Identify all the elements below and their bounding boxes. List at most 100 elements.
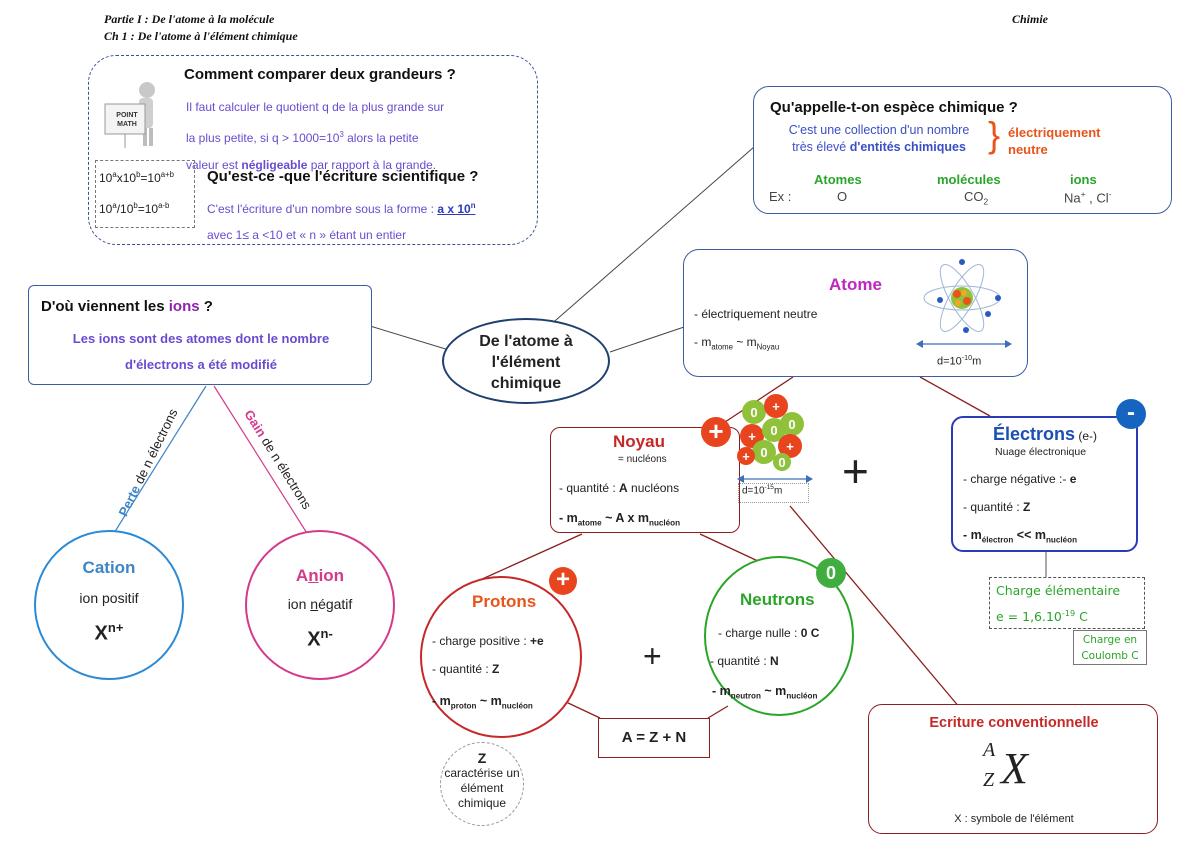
protons-line3: - mproton ~ mnucléon (432, 694, 533, 711)
atome-dimension-arrow (916, 340, 1012, 348)
atom-icon (918, 256, 1012, 345)
ions-definition: Les ions sont des atomes dont le nombre … (29, 326, 373, 378)
neutrons-zero-badge: 0 (816, 558, 846, 588)
neutrons-line3: - mneutron ~ mnucléon (712, 684, 818, 701)
noyau-diameter: d=10-15m (738, 483, 809, 504)
point-math-box: POINT MATH Comment comparer deux grandeu… (88, 55, 538, 245)
neutrons-title: Neutrons (740, 590, 815, 609)
q2-answer: C'est l'écriture d'un nombre sous la for… (207, 193, 475, 248)
cation-symbol: Xn+ (94, 620, 124, 645)
svg-text:0: 0 (778, 455, 785, 470)
link-atome-electrons (919, 376, 991, 417)
link-ions-anion (213, 385, 311, 539)
protons-line1: - charge positive : +e (432, 634, 544, 648)
link-noyau-protons (479, 533, 583, 581)
atome-line1: - électriquement neutre (694, 307, 818, 321)
protons-title: Protons (472, 592, 537, 611)
protons-plus-badge: + (549, 567, 577, 595)
coulomb-unit2: Coulomb C (1081, 650, 1139, 662)
ecriture-caption: X : symbole de l'élément (954, 813, 1074, 825)
ex-molecule: CO2 (964, 189, 989, 207)
espece-line2: très élevé d'entités chimiques (792, 140, 966, 154)
link-protons-azn (565, 701, 601, 719)
subject-title: Chimie (1012, 12, 1049, 26)
power-rules-box: 10ax10b=10a+b 10a/10b=10a-b (95, 160, 195, 228)
svg-text:+: + (786, 439, 794, 454)
neutrons-line1: - charge nulle : 0 C (718, 626, 820, 640)
col-molecules: molécules (937, 172, 1001, 187)
math-label: MATH (117, 121, 137, 128)
atome-diameter: d=10-10m (937, 354, 982, 368)
col-ions: ions (1070, 172, 1097, 187)
atome-line2: - matome ~ mNoyau (694, 335, 780, 352)
point-label: POINT (116, 112, 138, 119)
q1-line3-a: valeur est (186, 158, 242, 172)
plus-protons-neutrons: + (643, 638, 662, 674)
svg-text:+: + (742, 449, 750, 464)
notation-z: Z (983, 769, 995, 791)
q1-line2-text: la plus petite, si q > 1000=10 (186, 131, 340, 145)
q1-line2-sup: 3 (339, 130, 344, 139)
ecriture-conventionnelle-box: Ecriture conventionnelle A Z X X : symbo… (868, 704, 1158, 834)
q2-line1: C'est l'écriture d'un nombre sous la for… (207, 193, 475, 222)
link-ions-cation (105, 385, 207, 547)
espece-title: Qu'appelle-t-on espèce chimique ? (770, 99, 1018, 116)
anion-subtitle: ion négatif (287, 596, 353, 612)
ecriture-title: Ecriture conventionnelle (929, 715, 1099, 731)
ions-line1: Les ions sont des atomes dont le nombre (72, 331, 330, 346)
link-neutrons-azn (707, 705, 729, 719)
center-line3: chimique (490, 375, 562, 392)
electrons-subtitle: Nuage électronique (995, 446, 1087, 458)
z-line1: caractérise un (444, 766, 520, 780)
z-letter: Z (477, 750, 487, 766)
q1-answer: Il faut calculer le quotient q de la plu… (186, 94, 444, 179)
z-line3: chimique (457, 796, 507, 810)
noyau-title: Noyau (613, 432, 665, 451)
q1-line3: valeur est négligeable par rapport à la … (186, 152, 444, 179)
q1-line2-end: alors la petite (343, 131, 419, 145)
q1-line1: Il faut calculer le quotient q de la plu… (186, 100, 445, 114)
z-element-circle: Z caractérise un élément chimique (440, 742, 524, 826)
svg-text:0: 0 (770, 423, 777, 438)
espece-neutral: électriquement neutre (1008, 124, 1100, 158)
noyau-dimension-arrow (737, 475, 813, 483)
neutrons-circle: Neutrons - charge nulle : 0 C - quantité… (704, 556, 854, 716)
electrons-line2: - quantité : Z (963, 500, 1031, 514)
part-title: Partie I : De l'atome à la molécule (104, 12, 275, 26)
chapter-title: Ch 1 : De l'atome à l'élément chimique (104, 29, 298, 43)
electrons-title: Électrons (e-) (993, 424, 1098, 444)
electrons-line3: - mélectron << mnucléon (963, 528, 1078, 545)
atome-title: Atome (829, 275, 882, 294)
q2-title: Qu'est-ce -que l'écriture scientifique ? (207, 168, 479, 185)
svg-text:+: + (772, 399, 780, 414)
svg-text:0: 0 (750, 405, 757, 420)
coulomb-unit1: Charge en (1082, 634, 1138, 646)
point-math-icon: POINT MATH (103, 80, 165, 150)
ions-origin-box: D'où viennent les ions ? Les ions sont d… (28, 285, 372, 385)
espece-right1: électriquement (1008, 125, 1101, 140)
center-line2: l'élément (491, 354, 561, 371)
cation-title: Cation (82, 558, 136, 577)
electrons-minus-badge: - (1116, 399, 1146, 429)
z-line2: élément (460, 781, 504, 795)
formula-quotient: 10a/10b=10a-b (99, 201, 170, 216)
formula-product: 10ax10b=10a+b (99, 170, 174, 185)
noyau-subtitle: = nucléons (618, 454, 667, 465)
anion-circle: Anion ion négatif Xn- (245, 530, 395, 680)
atome-box: Atome - électriquement neutre - matome ~… (683, 249, 1028, 377)
coulomb-unit-box: Charge en Coulomb C (1073, 630, 1147, 665)
espece-brace: } (988, 114, 1001, 155)
svg-text:0: 0 (788, 417, 795, 432)
noyau-line2: - matome ~ A x mnucléon (559, 511, 681, 528)
charge-line1: Charge élémentaire (996, 583, 1121, 598)
espece-right2: neutre (1008, 142, 1048, 157)
ex-label: Ex : (769, 189, 792, 204)
espece-chimique-box: Qu'appelle-t-on espèce chimique ? C'est … (753, 86, 1172, 214)
col-atomes: Atomes (814, 172, 862, 187)
ions-line2: d'électrons a été modifié (125, 357, 277, 372)
q1-line2: la plus petite, si q > 1000=103 alors la… (186, 121, 444, 152)
noyau-line1: - quantité : A nucléons (559, 481, 680, 495)
protons-line2: - quantité : Z (432, 662, 500, 676)
anion-title: Anion (295, 566, 345, 585)
cation-subtitle: ion positif (79, 590, 139, 606)
